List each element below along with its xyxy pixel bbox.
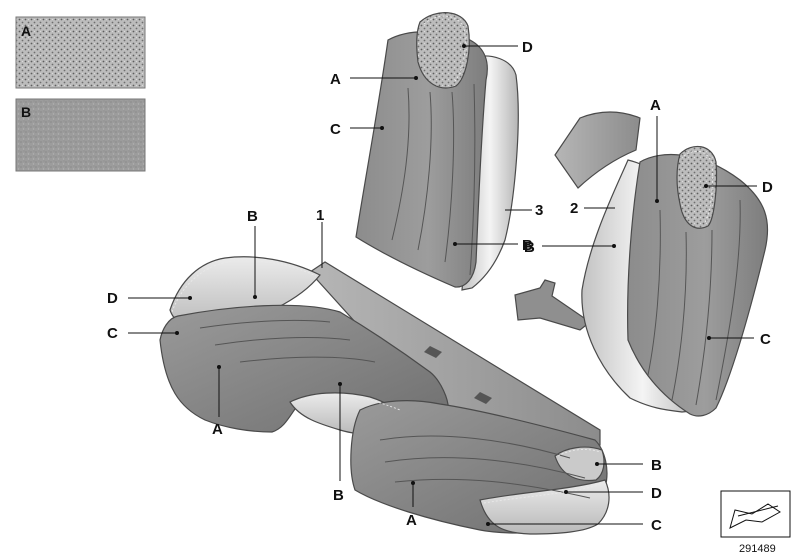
swatch-a: A [15, 16, 146, 89]
label-back-right-b: B [524, 239, 535, 256]
label-cushion-a-left: A [212, 421, 223, 438]
callout-back-right-a: A [650, 97, 661, 203]
callout-cushion-b-right: B [595, 457, 662, 474]
label-cushion-b-right: B [651, 457, 662, 474]
label-cushion-d-left: D [107, 290, 118, 307]
callout-back-right-b: B [524, 239, 616, 256]
label-cushion-b-top: B [247, 208, 258, 225]
backrest-right [514, 111, 769, 417]
label-part-2: 2 [570, 200, 578, 217]
swatch-a-label: A [21, 23, 31, 39]
label-cushion-a-right: A [406, 512, 417, 529]
label-cushion-c-right: C [651, 517, 662, 534]
callout-cushion-b-top: B [247, 208, 258, 299]
callout-cushion-b-mid: B [333, 382, 344, 504]
callout-part-1: 1 [316, 207, 324, 268]
direction-arrow-icon [729, 503, 781, 529]
callout-part-3: 3 [505, 202, 543, 219]
callout-back-left-c: C [330, 121, 384, 138]
reference-box: 291489 [720, 490, 791, 555]
label-cushion-d-right: D [651, 485, 662, 502]
label-back-right-c: C [760, 331, 771, 348]
callout-back-left-a: A [330, 71, 418, 88]
callout-back-right-c: C [707, 331, 771, 348]
callout-back-left-b: B [453, 237, 533, 254]
label-back-left-c: C [330, 121, 341, 138]
label-cushion-c-left: C [107, 325, 118, 342]
callout-back-left-d: D [462, 39, 533, 56]
label-back-right-d: D [762, 179, 773, 196]
callout-back-right-d: D [704, 179, 773, 196]
label-part-3: 3 [535, 202, 543, 219]
callout-cushion-a-left: A [212, 365, 223, 438]
backrest-left [355, 12, 519, 291]
swatch-b: B [15, 98, 146, 172]
swatch-b-label: B [21, 104, 31, 120]
callout-cushion-d-right: D [564, 485, 662, 502]
label-back-right-a: A [650, 97, 661, 114]
callout-cushion-a-right: A [406, 481, 417, 529]
label-back-left-d: D [522, 39, 533, 56]
callout-cushion-c-left: C [107, 325, 179, 342]
label-back-left-a: A [330, 71, 341, 88]
label-cushion-b-mid: B [333, 487, 344, 504]
callout-part-2: 2 [570, 200, 615, 217]
reference-number: 291489 [739, 543, 776, 555]
callout-cushion-c-right: C [486, 517, 662, 534]
label-part-1: 1 [316, 207, 324, 224]
label-back-left-b: B [522, 237, 533, 254]
callout-cushion-d-left: D [107, 290, 192, 307]
